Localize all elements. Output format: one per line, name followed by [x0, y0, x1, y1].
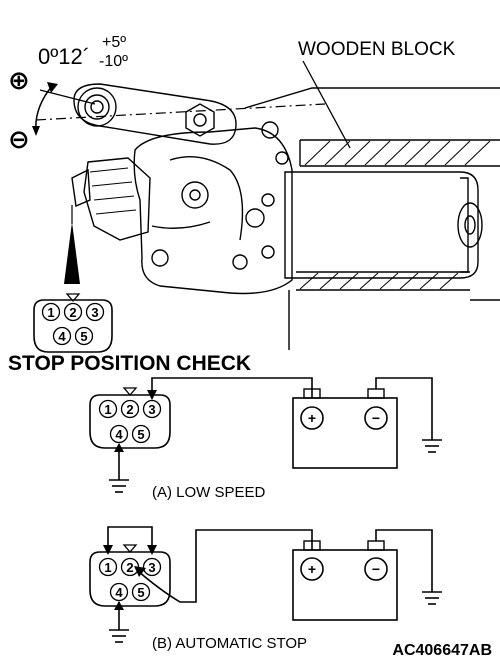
pin-5	[74, 326, 94, 346]
crank-pivot	[77, 87, 117, 127]
connector-outline	[89, 551, 171, 607]
pin-2	[120, 399, 140, 419]
connector-face-top: 1 2 3 4 5	[33, 293, 113, 353]
battery-negative-icon	[364, 557, 388, 581]
wiper-motor-illustration	[71, 83, 500, 350]
pin-3	[142, 399, 162, 419]
ground-icon	[422, 439, 442, 453]
connector-outline	[89, 394, 171, 449]
battery-negative-icon	[364, 406, 388, 430]
motor-connector-housing	[83, 157, 151, 241]
pin-3	[85, 302, 105, 322]
pin-5	[131, 424, 151, 444]
wooden-block-outline	[244, 87, 500, 167]
wooden-block-hatching-bottom	[299, 272, 459, 290]
connector-key-mark	[122, 387, 138, 396]
crank-arm	[73, 83, 237, 145]
gear-housing	[133, 127, 293, 295]
pin-1-label: 1	[104, 560, 111, 575]
battery-positive-label: +	[308, 561, 316, 577]
battery-positive-terminal	[303, 388, 321, 399]
jumper-pin1-pin3	[107, 526, 153, 553]
battery-positive-icon	[300, 406, 324, 430]
arc-arrowhead-top	[47, 82, 58, 93]
battery-positive-icon	[300, 557, 324, 581]
pin-1-label: 1	[104, 402, 111, 417]
arc-arrowhead-bottom	[32, 126, 40, 136]
pin-1	[41, 302, 61, 322]
pin-4	[109, 582, 129, 602]
wooden-block-label: WOODEN BLOCK	[298, 39, 456, 60]
battery-body	[292, 397, 398, 469]
pin-4-label: 4	[58, 329, 66, 344]
pin-4	[109, 424, 129, 444]
battery-negative-label: −	[372, 561, 380, 577]
pin-4	[52, 326, 72, 346]
battery-negative-label: −	[372, 410, 380, 426]
figure-code: AC406647AB	[392, 642, 492, 659]
pin-5-label: 5	[137, 585, 144, 600]
connector-outline	[33, 299, 113, 353]
caption-automatic-stop: (B) AUTOMATIC STOP	[152, 635, 307, 652]
battery-positive-label: +	[308, 410, 316, 426]
tolerance-plus-label: +5º	[102, 34, 126, 51]
battery-body	[292, 549, 398, 621]
motor-housing	[284, 171, 479, 279]
battery-positive-terminal	[303, 540, 321, 551]
angle-label: 0º12´	[38, 44, 90, 69]
pin-3-label: 3	[148, 560, 155, 575]
pin-3-label: 3	[148, 402, 155, 417]
wire-pin3-to-positive	[151, 377, 313, 399]
battery-negative-terminal	[367, 388, 385, 399]
battery-negative-terminal	[367, 540, 385, 551]
pin-4-label: 4	[115, 585, 123, 600]
pin-1-label: 1	[47, 305, 54, 320]
wire-negative-to-ground	[375, 529, 433, 592]
pin-1	[98, 557, 118, 577]
pin-2-label: 2	[126, 560, 133, 575]
minus-direction-icon: ⊖	[8, 124, 30, 154]
ground-icon	[109, 629, 129, 643]
caption-low-speed: (A) LOW SPEED	[152, 484, 266, 501]
pin-5-label: 5	[137, 427, 144, 442]
connector-key-mark	[65, 293, 81, 302]
pin-5-label: 5	[80, 329, 87, 344]
section-title: STOP POSITION CHECK	[8, 352, 251, 375]
connector-key-mark	[122, 544, 138, 553]
reference-line	[35, 103, 326, 121]
pin-4-label: 4	[115, 427, 123, 442]
wooden-block-leader	[302, 60, 351, 149]
wooden-block-hatching-top	[304, 140, 491, 166]
crank-nut	[185, 103, 215, 137]
pin-3-label: 3	[91, 305, 98, 320]
wooden-block-callout: WOODEN BLOCK	[298, 39, 456, 149]
pin-2-label: 2	[126, 402, 133, 417]
ground-icon	[109, 479, 129, 493]
pin-2	[63, 302, 83, 322]
wire-negative-to-ground	[375, 377, 433, 440]
angle-annotation: 0º12´ +5º -10º ⊕ ⊖	[8, 34, 326, 154]
automatic-stop-circuit: 1 2 3 4 5 + − (B) AUTOMATIC STOP	[89, 526, 442, 652]
ground-icon	[422, 591, 442, 605]
plus-direction-icon: ⊕	[8, 65, 30, 95]
low-speed-circuit: 1 2 3 4 5 + − (A) LOW SPEED	[89, 377, 442, 501]
connector-pointer-arrow	[64, 222, 80, 284]
pin-3	[142, 557, 162, 577]
wire-positive-to-pin2	[137, 529, 313, 603]
pin-2-label: 2	[69, 305, 76, 320]
pin-5	[131, 582, 151, 602]
pin-1	[98, 399, 118, 419]
tolerance-minus-label: -10º	[99, 53, 128, 70]
